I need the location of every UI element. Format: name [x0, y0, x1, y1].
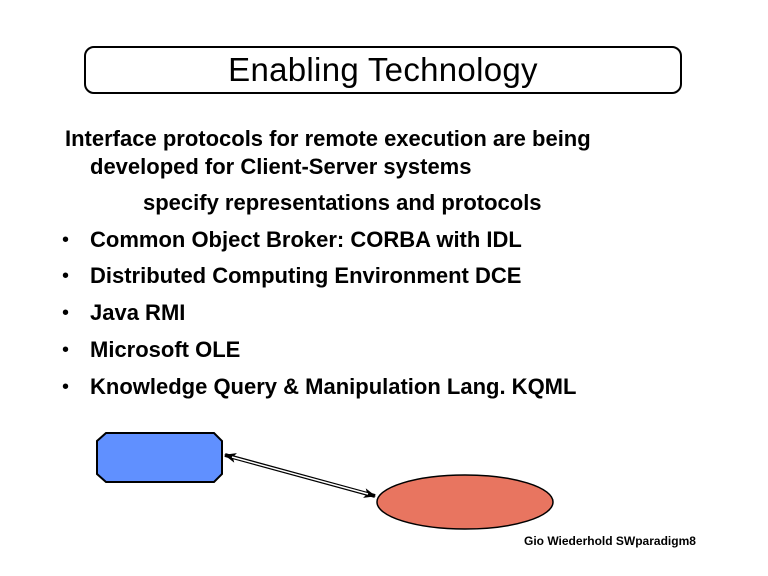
bullet-dot: • [62, 265, 70, 287]
server-ellipse [376, 474, 554, 530]
client-box [96, 432, 223, 483]
bullet-item: Knowledge Query & Manipulation Lang. KQM… [90, 374, 577, 399]
title-box: Enabling Technology [84, 46, 682, 94]
bullet-item: Common Object Broker: CORBA with IDL [90, 227, 522, 252]
intro-line-2: developed for Client-Server systems [90, 154, 472, 179]
bullet-dot: • [62, 302, 70, 324]
bullet-item: Microsoft OLE [90, 337, 241, 362]
footer-credit: Gio Wiederhold SWparadigm8 [524, 534, 696, 548]
bullet-item: Java RMI [90, 300, 186, 325]
bullet-dot: • [62, 229, 70, 251]
bullet-dot: • [62, 376, 70, 398]
slide-title: Enabling Technology [228, 51, 538, 88]
bullet-dot: • [62, 339, 70, 361]
intro-line-1: Interface protocols for remote execution… [65, 126, 591, 151]
bullet-item: Distributed Computing Environment DCE [90, 263, 522, 288]
sub-line: specify representations and protocols [143, 190, 542, 215]
